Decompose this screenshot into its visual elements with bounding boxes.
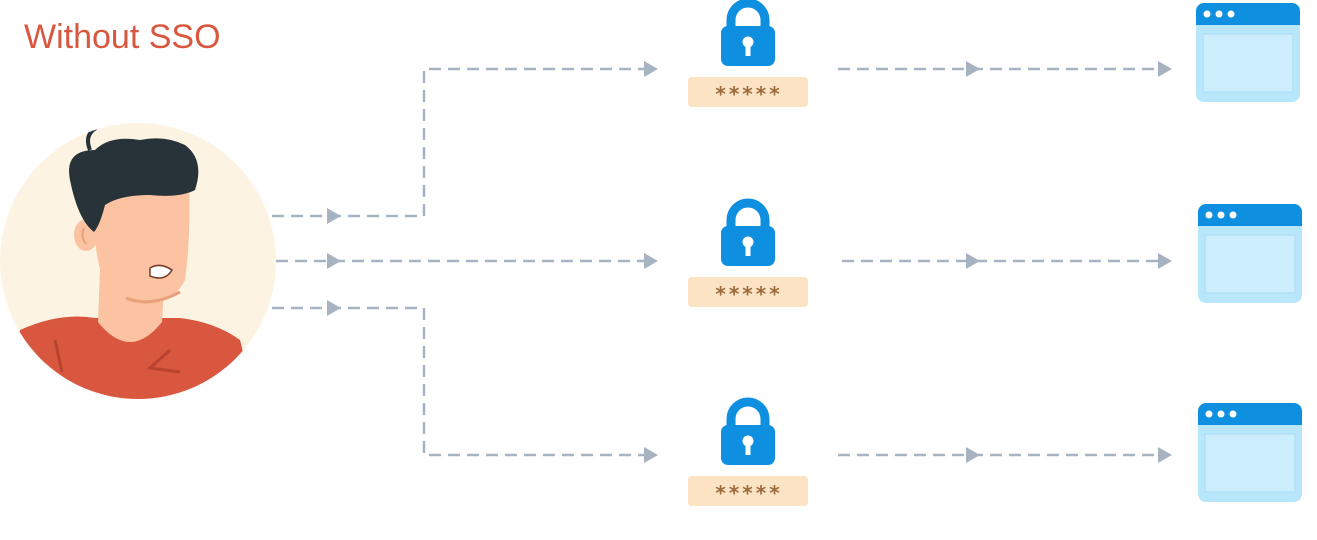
hair-shape — [69, 138, 199, 232]
password-field[interactable] — [688, 77, 808, 107]
arrow-head — [644, 253, 658, 269]
app-connectors — [838, 67, 1162, 457]
browser-window-icon — [1196, 3, 1300, 102]
login-step-2: ***** — [688, 198, 808, 307]
arrow-head — [1158, 447, 1172, 463]
password-mask: ***** — [715, 82, 782, 106]
arrow-head — [1158, 61, 1172, 77]
user-connector-arrows — [327, 61, 658, 463]
arrow-head — [966, 447, 980, 463]
connector-user-to-lock-1 — [272, 67, 650, 218]
padlock-icon — [721, 0, 775, 66]
arrow-head — [327, 300, 341, 316]
app-connector-arrows — [966, 61, 1172, 463]
padlock-icon — [721, 198, 775, 266]
padlock-icon — [721, 397, 775, 465]
diagram-title: Without SSO — [24, 18, 221, 56]
user-avatar-icon — [0, 123, 276, 399]
password-mask: ***** — [715, 282, 782, 306]
arrow-head — [966, 253, 980, 269]
password-mask: ***** — [715, 481, 782, 505]
arrow-head — [327, 253, 341, 269]
arrow-head — [327, 208, 341, 224]
arrow-head — [644, 447, 658, 463]
login-step-3: ***** — [688, 397, 808, 506]
browser-window-icon — [1198, 403, 1302, 502]
password-field[interactable] — [688, 476, 808, 506]
arrow-head — [966, 61, 980, 77]
arrow-head — [1158, 253, 1172, 269]
connector-user-to-lock-3 — [272, 306, 650, 457]
password-field[interactable] — [688, 277, 808, 307]
browser-window-icon — [1198, 204, 1302, 303]
arrow-head — [644, 61, 658, 77]
login-step-1: ***** — [688, 0, 808, 107]
